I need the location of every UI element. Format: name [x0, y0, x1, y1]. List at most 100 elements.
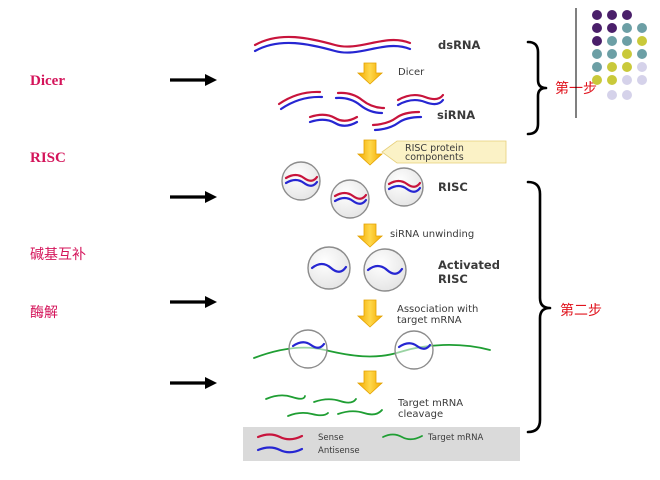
- sirna-sense-strand: [277, 90, 322, 106]
- pointer-arrow-dicer: [170, 74, 217, 86]
- legend: Sense Antisense Target mRNA: [243, 427, 520, 461]
- decor-dot: [622, 36, 632, 46]
- legend-sense-label: Sense: [318, 433, 344, 443]
- sirna-antisense-strand: [308, 118, 359, 127]
- decor-dot: [622, 75, 632, 85]
- dicer-step-label: Dicer: [398, 67, 425, 78]
- decor-dot: [607, 90, 617, 100]
- legend-antisense-swatch: [256, 446, 304, 454]
- sirna-duplex: [371, 110, 423, 132]
- decor-dot: [607, 36, 617, 46]
- bound-risc-circle: [394, 330, 434, 370]
- activated-risc-antisense-strand: [310, 262, 348, 273]
- decor-dot: [607, 23, 617, 33]
- process-arrow-dicer: [356, 62, 384, 85]
- activated-risc-antisense-strand: [366, 264, 404, 275]
- legend-target-mrna-swatch: [382, 433, 423, 441]
- pointer-arrow-risc: [170, 191, 217, 203]
- decor-dot: [607, 62, 617, 72]
- bound-risc-antisense-strand: [291, 341, 326, 349]
- decor-dot: [637, 23, 647, 33]
- decor-dot: [622, 23, 632, 33]
- bound-risc: [288, 329, 328, 369]
- step1-brace: [526, 40, 548, 136]
- pointer-arrow-head: [205, 191, 217, 203]
- mrna-fragment: [313, 398, 357, 404]
- activated-risc-label-line-1: Activated: [438, 258, 500, 272]
- sirna-label: siRNA: [437, 108, 475, 122]
- label-risc: RISC: [30, 150, 66, 166]
- decor-dot: [607, 49, 617, 59]
- bound-risc-antisense-strand: [397, 342, 432, 350]
- unwinding-label: siRNA unwinding: [390, 229, 474, 240]
- decor-dot: [622, 90, 632, 100]
- risc-antisense-strand: [333, 196, 368, 205]
- legend-box: [243, 427, 520, 461]
- legend-target-mrna-label: Target mRNA: [427, 433, 484, 443]
- risc-antisense-strand: [387, 184, 422, 193]
- sirna-sense-strand: [396, 93, 445, 102]
- process-arrow-cleavage: [356, 370, 384, 395]
- decor-dot: [592, 23, 602, 33]
- sirna-sense-strand: [336, 91, 386, 110]
- callout-line-2: components: [405, 152, 464, 163]
- bound-risc-circle: [288, 329, 328, 369]
- process-arrow-unwinding: [356, 223, 384, 248]
- decor-dot: [637, 62, 647, 72]
- risc-label: RISC: [438, 180, 468, 194]
- sirna-sense-strand: [371, 110, 421, 127]
- pointer-arrow-head: [205, 296, 217, 308]
- risc-sense-strand: [333, 191, 368, 200]
- activated-risc-circle: [363, 248, 407, 292]
- risc-antisense-strand: [284, 178, 319, 187]
- cleavage-label-line-1: Target mRNA: [397, 398, 463, 409]
- activated-risc: [363, 248, 407, 292]
- sirna-antisense-strand: [373, 115, 423, 132]
- decor-dot: [592, 10, 602, 20]
- activated-risc: [307, 246, 351, 290]
- decor-dot: [622, 49, 632, 59]
- mrna-fragment: [337, 409, 383, 416]
- association-label-line-1: Association with: [397, 304, 478, 315]
- risc-complex: [330, 179, 370, 219]
- bound-risc: [394, 330, 434, 370]
- decorative-dot-grid: [592, 10, 647, 100]
- legend-sense-swatch: [256, 433, 304, 441]
- callout-line-1: RISC protein: [405, 143, 464, 154]
- label-dicer: Dicer: [30, 73, 65, 89]
- sirna-antisense-strand: [334, 96, 384, 115]
- label-base-pairing: 碱基互补: [30, 246, 86, 263]
- activated-risc-label-line-2: RISC: [438, 272, 468, 286]
- decor-dot: [637, 36, 647, 46]
- sirna-sense-strand: [308, 113, 359, 122]
- sirna-duplex: [277, 90, 324, 111]
- risc-protein-callout: RISC protein components: [381, 140, 507, 164]
- pointer-arrow-enzymolysis: [170, 377, 217, 389]
- dsrna-sense-strand: [253, 35, 412, 48]
- pointer-arrow-base-pairing: [170, 296, 217, 308]
- pointer-arrow-head: [205, 74, 217, 86]
- dsrna-label: dsRNA: [438, 38, 481, 52]
- sirna-duplex: [396, 93, 445, 107]
- legend-antisense-label: Antisense: [318, 446, 360, 456]
- pointer-arrow-head: [205, 377, 217, 389]
- decor-dot: [592, 49, 602, 59]
- decor-dot: [637, 49, 647, 59]
- sirna-antisense-strand: [279, 95, 324, 111]
- cleavage-label-line-2: cleavage: [398, 409, 443, 420]
- sirna-duplex: [308, 113, 359, 127]
- decor-dot: [622, 10, 632, 20]
- decor-dot: [637, 75, 647, 85]
- dsrna-duplex: [253, 35, 412, 54]
- sirna-duplex: [334, 91, 386, 115]
- mrna-fragment: [287, 411, 329, 417]
- activated-risc-circle: [307, 246, 351, 290]
- risc-complex: [384, 167, 424, 207]
- callout-box: [381, 140, 507, 164]
- risc-complex: [281, 161, 321, 201]
- risc-sense-strand: [284, 173, 319, 182]
- dsrna-antisense-strand: [253, 41, 412, 54]
- risc-sense-strand: [387, 179, 422, 188]
- decor-dot: [607, 75, 617, 85]
